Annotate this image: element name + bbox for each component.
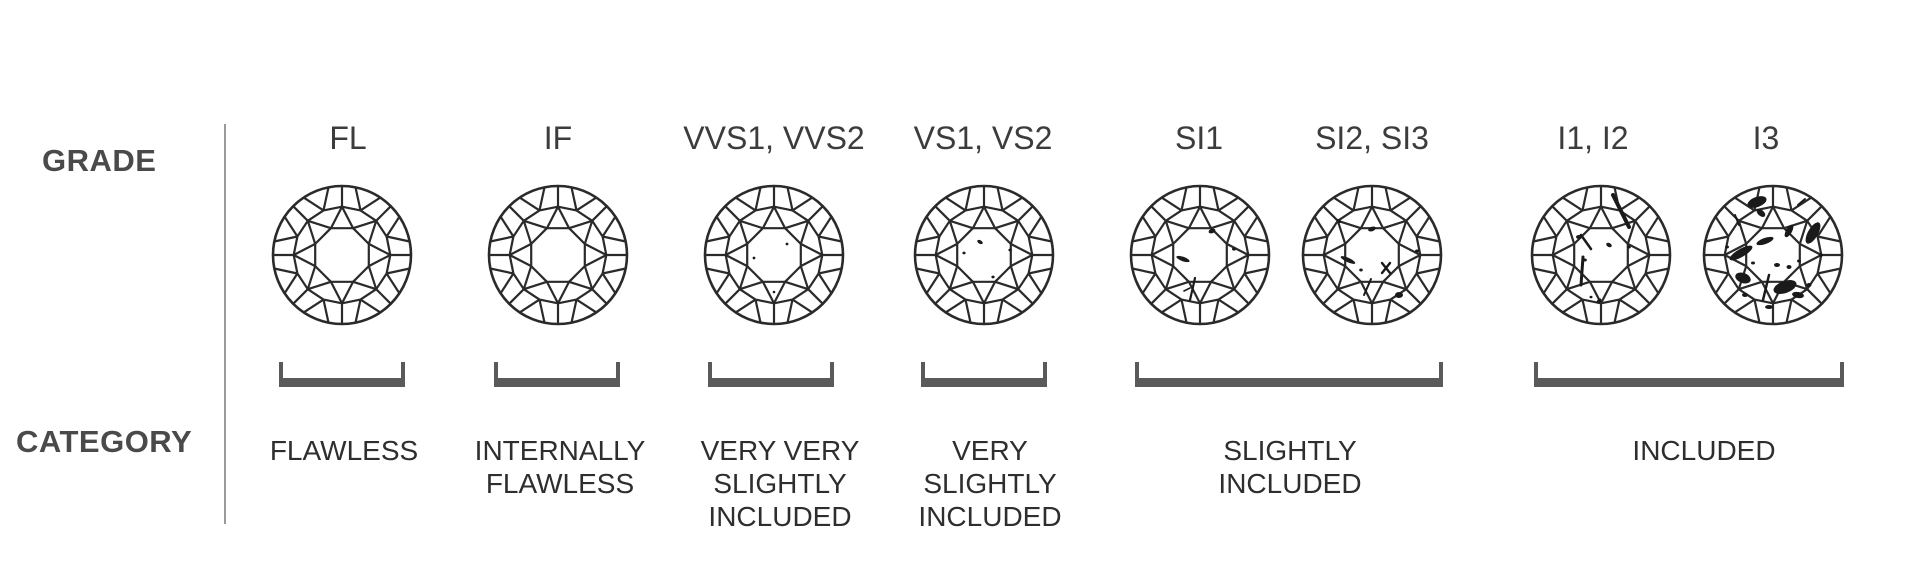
inclusion-mark [1761, 273, 1771, 302]
inclusion-mark [1751, 261, 1755, 265]
inclusion-mark [1232, 247, 1236, 251]
inclusion-mark [1742, 293, 1748, 297]
category-bracket-icon [1135, 362, 1443, 387]
inclusion-mark [1363, 278, 1372, 296]
inclusion-mark [1368, 226, 1376, 232]
category-line: SLIGHTLY [1223, 435, 1357, 466]
inclusion-mark [962, 251, 966, 255]
category-line: INCLUDED [1218, 468, 1362, 499]
inclusion-mark [1008, 248, 1012, 252]
category-bracket-icon [494, 362, 620, 387]
inclusion-mark [1747, 196, 1767, 208]
inclusion-mark [752, 256, 756, 260]
category-line: INCLUDED [1632, 435, 1776, 466]
vertical-divider [224, 124, 226, 524]
inclusion-mark [1729, 245, 1753, 261]
category-line: INCLUDED [918, 501, 1062, 532]
category-label-flawless: FLAWLESS [270, 434, 418, 467]
inclusion-mark [1208, 228, 1216, 234]
inclusion-mark [1611, 193, 1631, 229]
grade-label-if: IF [543, 120, 573, 156]
category-label-vvs: VERY VERY SLIGHTLY INCLUDED [701, 434, 860, 533]
inclusion-mark [772, 290, 776, 294]
category-label-slightly-included: SLIGHTLY INCLUDED [1218, 434, 1361, 500]
category-line: FLAWLESS [485, 468, 635, 499]
inclusion-mark [1596, 298, 1602, 304]
round-brilliant-diamond-icon [271, 184, 413, 326]
inclusion-mark [785, 242, 789, 246]
category-line: INTERNALLY [474, 435, 646, 466]
inclusion-mark [977, 239, 983, 245]
inclusion-mark [1188, 276, 1197, 302]
category-line: VERY VERY [700, 435, 860, 466]
category-line: SLIGHTLY [923, 468, 1057, 499]
grade-label-si1: SI1 [1174, 120, 1224, 156]
inclusion-mark [1806, 283, 1812, 287]
inclusion-mark [1576, 235, 1582, 239]
category-line: VERY [952, 435, 1028, 466]
round-brilliant-diamond-icon [1530, 184, 1672, 326]
inclusion-mark [1784, 224, 1794, 238]
inclusion-mark [1774, 263, 1780, 267]
grade-label-vvs: VVS1, VVS2 [683, 120, 865, 156]
inclusion-mark [1773, 280, 1797, 294]
round-brilliant-diamond-icon [1129, 184, 1271, 326]
inclusion-mark [1734, 214, 1740, 226]
inclusion-mark [1380, 261, 1392, 275]
category-label-vs: VERY SLIGHTLY INCLUDED [918, 434, 1061, 533]
inclusion-mark [1805, 222, 1821, 244]
grade-label-si2-si3: SI2, SI3 [1315, 120, 1429, 156]
inclusion-mark [1765, 305, 1773, 309]
grade-label-vs: VS1, VS2 [913, 120, 1053, 156]
inclusion-mark [1579, 233, 1593, 251]
category-line: SLIGHTLY [713, 468, 847, 499]
inclusion-mark [1725, 245, 1729, 249]
inclusion-mark [1395, 292, 1403, 298]
inclusion-mark [1183, 287, 1191, 292]
category-bracket-icon [279, 362, 405, 387]
inclusion-mark [1627, 245, 1631, 249]
grade-label-i1-i2: I1, I2 [1557, 120, 1629, 156]
inclusion-mark [1579, 255, 1585, 287]
round-brilliant-diamond-icon [913, 184, 1055, 326]
inclusion-mark [1797, 198, 1806, 206]
inclusion-mark [1336, 219, 1342, 223]
round-brilliant-diamond-icon [703, 184, 845, 326]
inclusion-mark [1340, 256, 1356, 264]
inclusion-mark [1176, 255, 1190, 263]
inclusion-mark [1359, 268, 1363, 272]
grade-label-i3: I3 [1752, 120, 1780, 156]
grade-label-fl: FL [329, 120, 367, 156]
round-brilliant-diamond-icon [1702, 184, 1844, 326]
category-label-internally-flawless: INTERNALLY FLAWLESS [475, 434, 646, 500]
round-brilliant-diamond-icon [1301, 184, 1443, 326]
inclusion-mark [1415, 249, 1419, 253]
inclusion-mark [1756, 236, 1774, 246]
inclusion-mark [1786, 265, 1792, 269]
round-brilliant-diamond-icon [487, 184, 629, 326]
category-line: FLAWLESS [269, 435, 419, 466]
inclusion-mark [1797, 259, 1801, 263]
inclusion-mark [1792, 291, 1804, 299]
inclusion-mark [1589, 295, 1593, 299]
inclusion-mark [1606, 242, 1612, 248]
inclusion-mark [991, 275, 995, 279]
category-bracket-icon [921, 362, 1047, 387]
category-bracket-icon [708, 362, 834, 387]
inclusion-mark [1819, 253, 1823, 257]
grade-row-label: GRADE [42, 143, 157, 178]
category-row-label: CATEGORY [16, 424, 193, 459]
category-label-included: INCLUDED [1632, 434, 1775, 467]
category-bracket-icon [1534, 362, 1844, 387]
inclusion-mark [1756, 209, 1766, 217]
category-line: INCLUDED [708, 501, 852, 532]
inclusion-mark [1735, 272, 1751, 284]
